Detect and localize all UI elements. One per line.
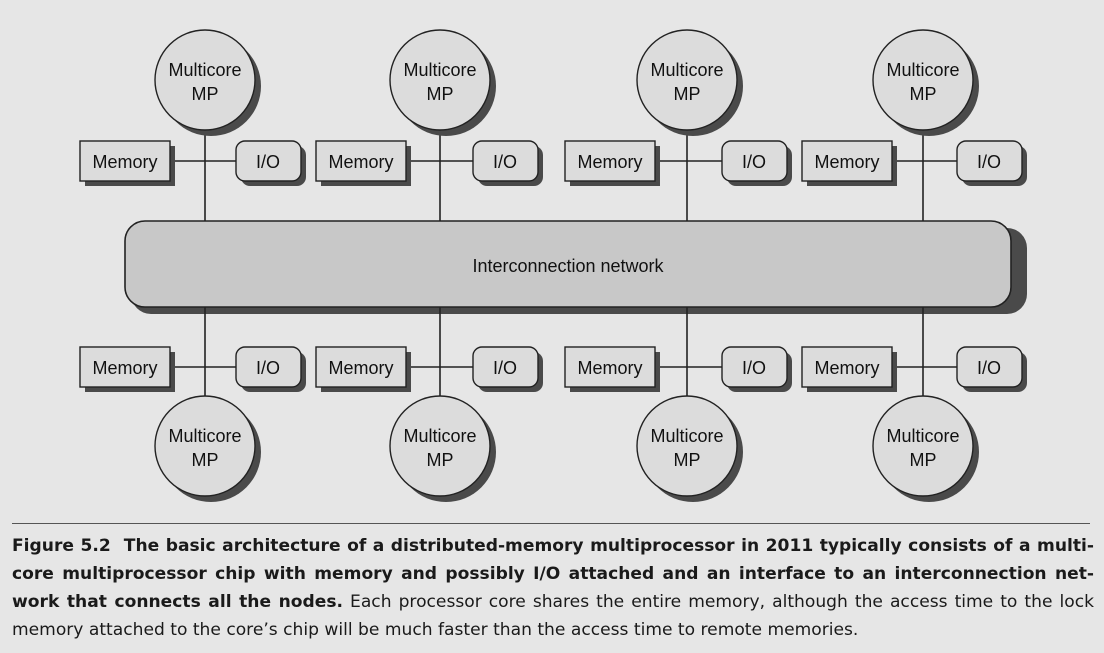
memory-box [801, 346, 893, 388]
memory-box [315, 140, 407, 182]
io-box [956, 140, 1023, 182]
memory-label: Memory [328, 152, 393, 172]
io-box [235, 140, 302, 182]
multicore-processor [154, 395, 256, 497]
processor-label-line1: Multicore [886, 426, 959, 446]
memory-label: Memory [814, 152, 879, 172]
memory-box [564, 140, 656, 182]
memory-label: Memory [814, 358, 879, 378]
io-label: I/O [977, 152, 1001, 172]
memory-label: Memory [92, 358, 157, 378]
figure-caption: Figure 5.2 The basic architecture of a d… [12, 532, 1094, 644]
memory-label: Memory [328, 358, 393, 378]
memory-box [79, 140, 171, 182]
io-box [721, 346, 788, 388]
multicore-processor [636, 395, 738, 497]
multicore-processor [389, 29, 491, 131]
processor-label-line1: Multicore [403, 60, 476, 80]
memory-box [801, 140, 893, 182]
processor-label-line1: Multicore [886, 60, 959, 80]
io-label: I/O [493, 358, 517, 378]
memory-box [79, 346, 171, 388]
processor-label-line1: Multicore [650, 60, 723, 80]
processor-label-line2: MP [910, 450, 937, 470]
io-label: I/O [742, 358, 766, 378]
caption-divider [12, 523, 1090, 524]
memory-label: Memory [577, 358, 642, 378]
io-box [956, 346, 1023, 388]
io-box [721, 140, 788, 182]
interconnection-network [124, 220, 1012, 308]
memory-box [564, 346, 656, 388]
processor-label-line1: Multicore [168, 426, 241, 446]
memory-label: Memory [92, 152, 157, 172]
processor-label-line1: Multicore [168, 60, 241, 80]
multicore-processor [154, 29, 256, 131]
network-label: Interconnection network [472, 256, 664, 276]
multicore-processor [636, 29, 738, 131]
caption-body-text: Each processor core shares the entire me… [12, 592, 1094, 640]
processor-label-line2: MP [192, 84, 219, 104]
processor-label-line1: Multicore [650, 426, 723, 446]
io-box [472, 346, 539, 388]
io-label: I/O [742, 152, 766, 172]
processor-label-line2: MP [192, 450, 219, 470]
io-label: I/O [256, 152, 280, 172]
io-box [472, 140, 539, 182]
caption-figure-number: Figure 5.2 [12, 536, 111, 556]
multicore-processor [872, 29, 974, 131]
io-label: I/O [256, 358, 280, 378]
memory-box [315, 346, 407, 388]
io-box [235, 346, 302, 388]
io-label: I/O [493, 152, 517, 172]
processor-label-line2: MP [427, 450, 454, 470]
processor-label-line2: MP [427, 84, 454, 104]
processor-label-line2: MP [674, 450, 701, 470]
multicore-processor [389, 395, 491, 497]
memory-label: Memory [577, 152, 642, 172]
processor-label-line1: Multicore [403, 426, 476, 446]
caption-bold-text: The basic architecture of a distributed-… [12, 536, 1095, 612]
processor-label-line2: MP [674, 84, 701, 104]
processor-label-line2: MP [910, 84, 937, 104]
multicore-processor [872, 395, 974, 497]
io-label: I/O [977, 358, 1001, 378]
